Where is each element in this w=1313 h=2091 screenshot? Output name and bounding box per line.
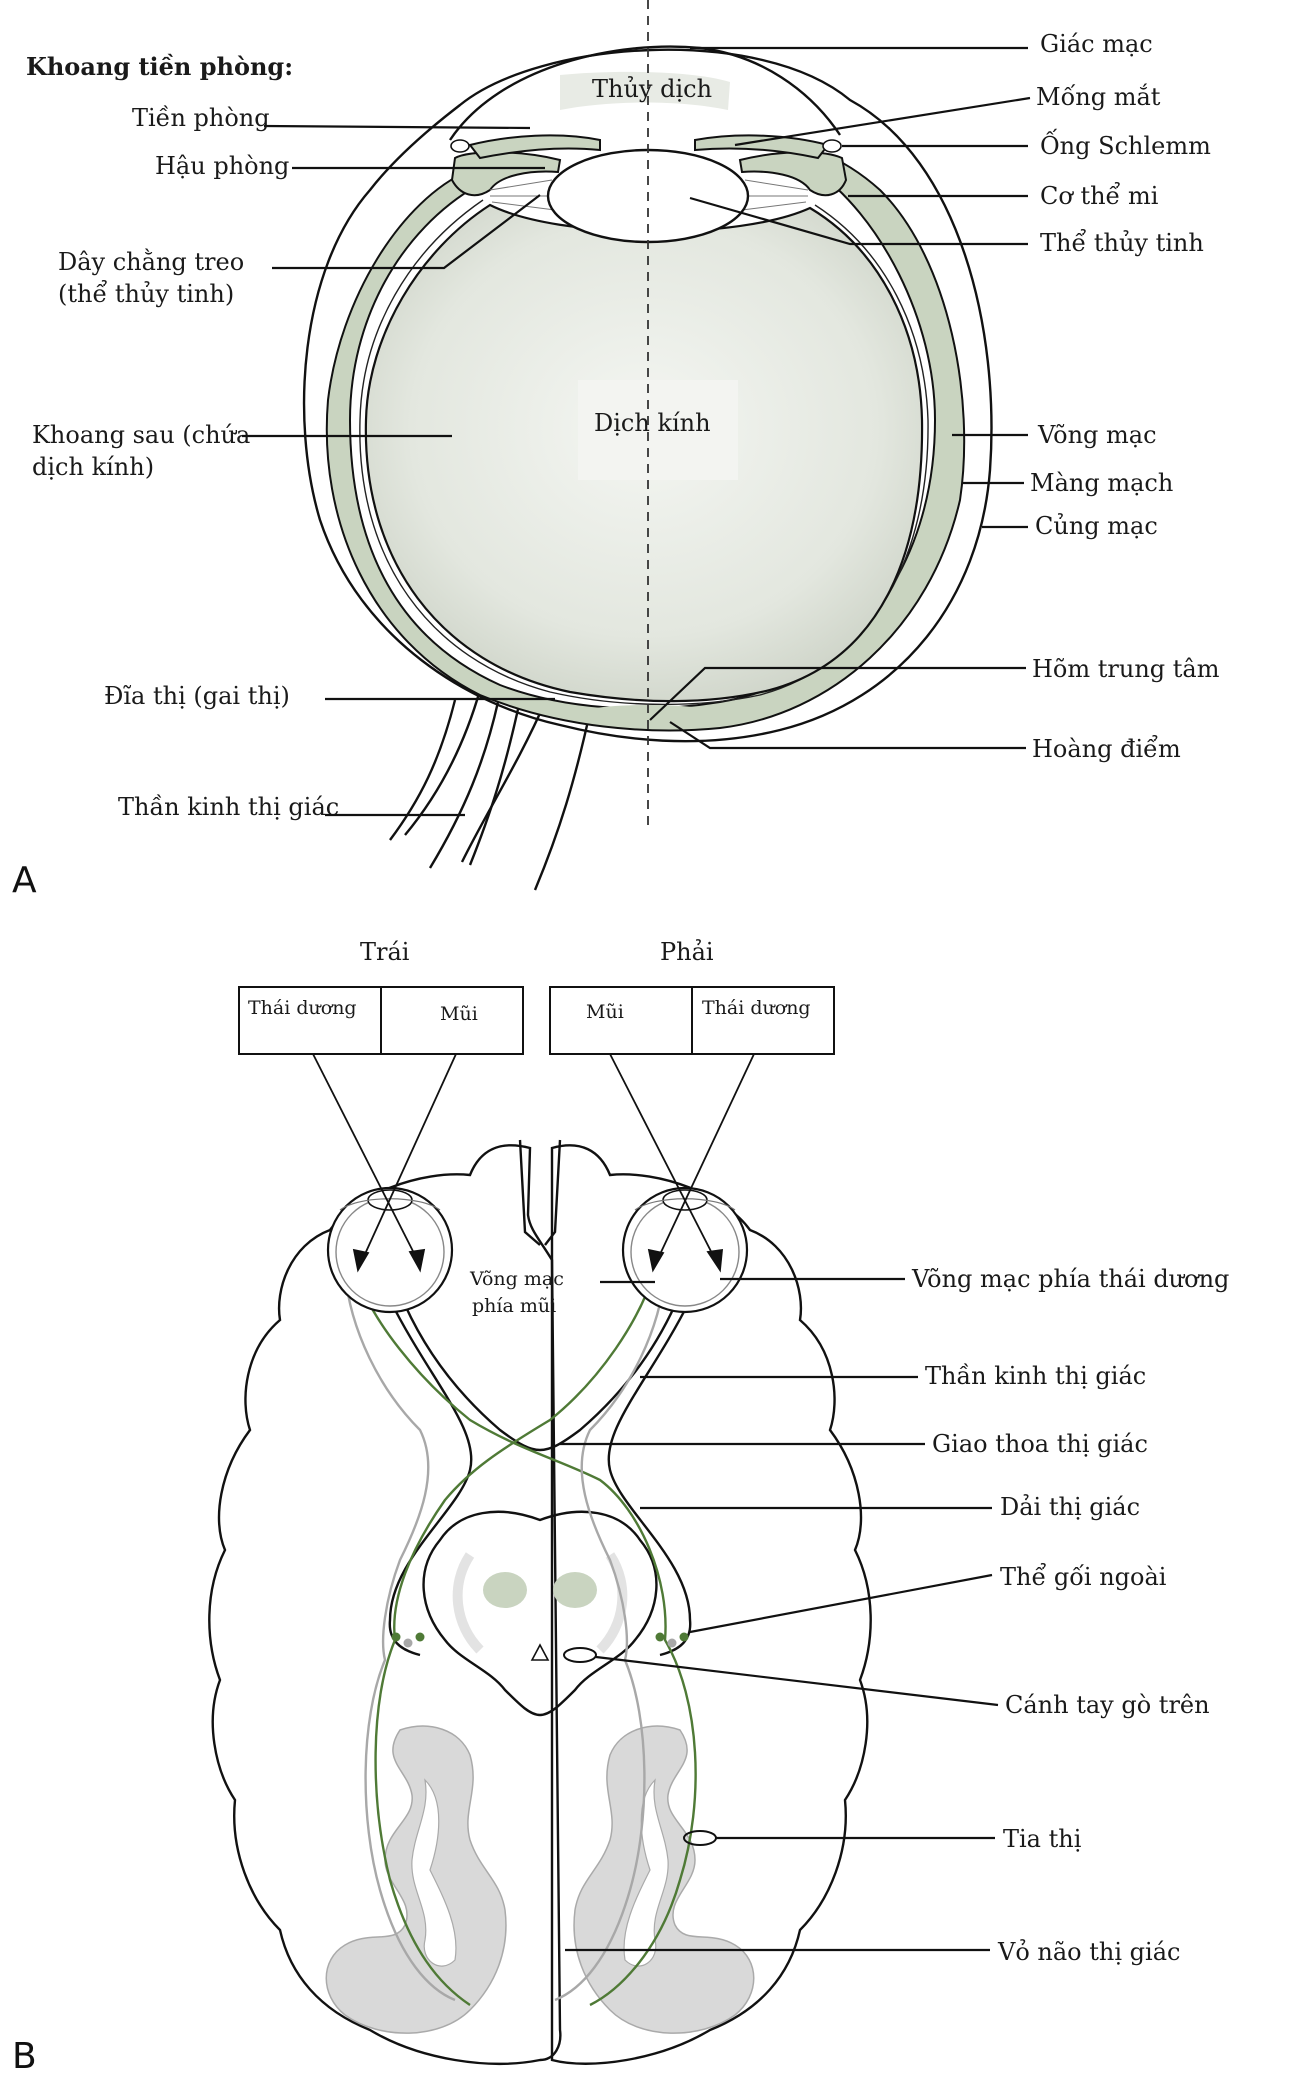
leader-anterior-chamber xyxy=(263,124,531,130)
cerebral-peduncle-right xyxy=(553,1572,597,1608)
eyeball-diagram xyxy=(302,0,993,891)
visual-rays xyxy=(312,1053,755,1273)
ciliary-body-left xyxy=(450,151,562,197)
lgn-dot-right-2 xyxy=(667,1638,677,1648)
pathway-green-left xyxy=(353,1269,697,2007)
pathway-grey-right xyxy=(554,1271,667,2002)
leader-brachium xyxy=(595,1655,999,1707)
anterior-chamber-heading: Khoang tiền phòng: xyxy=(26,52,293,81)
label-optic-nerve-b: Thần kinh thị giác xyxy=(925,1362,1146,1390)
aqueous-area xyxy=(560,71,730,110)
ray-arrowhead xyxy=(647,1248,665,1273)
ray-arrowhead xyxy=(706,1248,724,1273)
pathway-green-right xyxy=(374,1269,657,2006)
label-sclera: Củng mạc xyxy=(1035,512,1158,540)
pathway-grey-left xyxy=(343,1271,456,2002)
label-posterior-chamber: Hậu phòng xyxy=(155,152,289,180)
visual-pathway-diagram: B xyxy=(12,938,1229,2077)
right-field-nasal: Mũi xyxy=(586,1001,624,1023)
vitreous-highlight xyxy=(578,380,738,480)
leader-iris xyxy=(734,96,1031,147)
lgn-dot-left-1 xyxy=(391,1632,401,1642)
brachium-marker xyxy=(563,1647,597,1663)
nasal-retina-label-1: Võng mạc xyxy=(469,1268,564,1290)
leader-macula xyxy=(669,721,1026,750)
label-posterior-cavity-1: Khoang sau (chứa xyxy=(32,421,250,449)
sclera-outer xyxy=(302,48,993,743)
label-brachium: Cánh tay gò trên xyxy=(1005,1691,1210,1719)
right-eye-title: Phải xyxy=(660,938,714,966)
left-eye xyxy=(326,1186,454,1314)
ray-arrowhead xyxy=(408,1248,426,1273)
label-macula: Hoàng điểm xyxy=(1032,734,1181,763)
cornea-outer xyxy=(449,45,841,141)
ray-arrowhead xyxy=(352,1248,370,1273)
schlemm-canal-left xyxy=(450,139,470,153)
label-optic-disc: Đĩa thị (gai thị) xyxy=(104,682,290,710)
label-choroid: Màng mạch xyxy=(1030,469,1173,497)
left-field-temporal: Thái dương xyxy=(248,997,357,1019)
midbrain-grey-ring xyxy=(452,1552,628,1654)
panel-a-letter: A xyxy=(12,860,37,901)
eye-labels: A Khoang tiền phòng: Tiền phòng Hậu phòn… xyxy=(12,30,1220,901)
optic-nerve-outline xyxy=(404,689,522,866)
label-radiation: Tia thị xyxy=(1003,1825,1082,1853)
label-retina: Võng mạc xyxy=(1037,421,1157,449)
left-field-nasal: Mũi xyxy=(440,1003,478,1025)
label-chiasm: Giao thoa thị giác xyxy=(932,1430,1148,1458)
label-lens: Thể thủy tinh xyxy=(1040,228,1204,257)
leader-zonule xyxy=(272,194,541,270)
label-lgn: Thể gối ngoài xyxy=(1000,1562,1167,1591)
lgn-dot-right-3 xyxy=(679,1632,689,1642)
label-schlemm: Ống Schlemm xyxy=(1040,128,1211,160)
panel-b-letter: B xyxy=(12,2036,37,2077)
leader-lens xyxy=(689,196,1028,246)
tract-outline-left xyxy=(388,1299,473,1657)
label-zonule-1: Dây chằng treo xyxy=(58,248,244,276)
iris-left xyxy=(468,134,601,160)
calcarine-right xyxy=(623,1778,669,1967)
label-optic-nerve: Thần kinh thị giác xyxy=(118,793,339,821)
leader-fovea xyxy=(649,666,1026,721)
nasal-retina-label-2: phía mũi xyxy=(472,1295,556,1317)
right-eye xyxy=(621,1186,749,1314)
label-zonule-2: (thể thủy tinh) xyxy=(58,279,234,308)
cerebral-aqueduct xyxy=(530,1643,550,1661)
leader-lgn xyxy=(689,1573,993,1634)
lgn-dot-left-3 xyxy=(415,1632,425,1642)
label-iris: Mống mắt xyxy=(1036,83,1161,111)
choroid-band xyxy=(325,150,966,732)
ciliary-body-right xyxy=(738,151,848,197)
label-tract: Dải thị giác xyxy=(1000,1493,1140,1521)
label-fovea: Hõm trung tâm xyxy=(1032,655,1220,683)
label-ciliary: Cơ thể mi xyxy=(1040,181,1159,210)
label-aqueous: Thủy dịch xyxy=(592,75,712,103)
left-hemisphere-outline xyxy=(208,1144,562,2065)
label-vitreous: Dịch kính xyxy=(594,409,711,437)
lgn-dot-right-1 xyxy=(655,1632,665,1642)
cerebral-peduncle-left xyxy=(483,1572,527,1608)
midbrain xyxy=(422,1510,658,1717)
retina-line xyxy=(359,199,929,706)
lgn-dot-left-2 xyxy=(403,1638,413,1648)
right-hemisphere-outline xyxy=(550,1144,872,2065)
macula-shading xyxy=(578,705,718,723)
label-temporal-retina: Võng mạc phía thái dương xyxy=(911,1265,1229,1293)
longitudinal-fissure xyxy=(518,1139,562,1246)
label-cortex: Vỏ não thị giác xyxy=(997,1938,1180,1966)
right-field-temporal: Thái dương xyxy=(702,997,811,1019)
zonule-fibers xyxy=(489,179,809,211)
chiasm-outline xyxy=(403,1304,677,1452)
label-anterior-chamber: Tiền phòng xyxy=(132,104,270,132)
tract-outline-right xyxy=(607,1299,692,1657)
label-cornea: Giác mạc xyxy=(1040,30,1153,58)
schlemm-canal-right xyxy=(822,139,842,153)
optic-nerve-sheath xyxy=(389,699,592,891)
calcarine-left xyxy=(411,1778,457,1967)
left-eye-title: Trái xyxy=(360,938,410,966)
label-posterior-cavity-2: dịch kính) xyxy=(32,453,154,481)
